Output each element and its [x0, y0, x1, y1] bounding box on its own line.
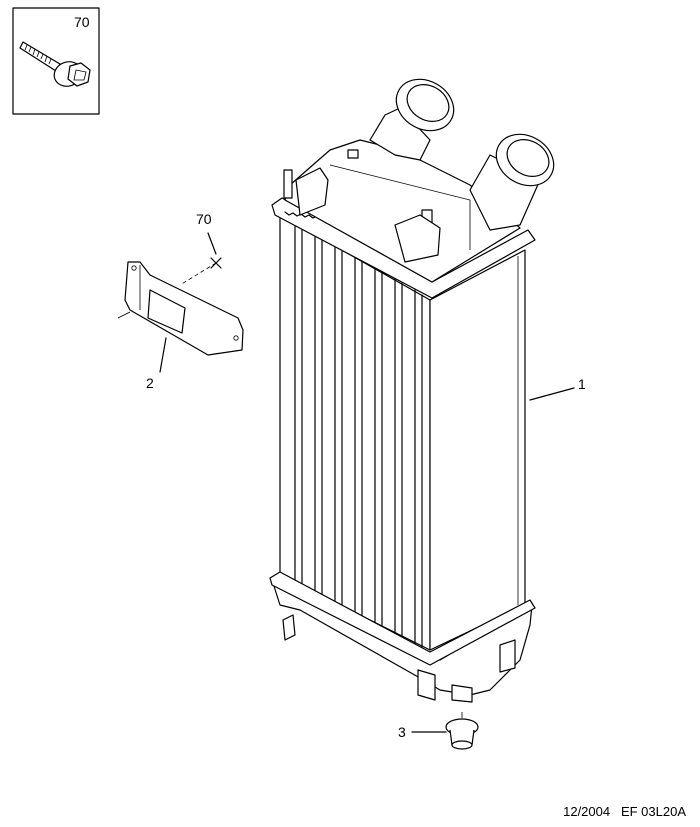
- mounting-clips: [283, 149, 441, 263]
- drawing-reference: 12/2004 EF 03L20A: [563, 804, 686, 819]
- bracket: [117, 261, 244, 356]
- intercooler: [269, 78, 555, 703]
- grommet: [445, 712, 479, 750]
- footer-date: 12/2004: [563, 804, 611, 819]
- bolt-position-marker-icon: [179, 257, 222, 286]
- inset-box: 70: [12, 7, 100, 115]
- callout-bracket: 2: [146, 375, 154, 391]
- leader-lines: [159, 232, 575, 733]
- core-fins: [294, 223, 423, 650]
- inset-part-number: 70: [74, 14, 90, 30]
- callout-bolt: 70: [196, 211, 212, 227]
- callout-intercooler: 1: [578, 376, 586, 392]
- callout-grommet: 3: [398, 724, 406, 740]
- bolt-icon: [19, 41, 91, 87]
- footer-code: EF 03L20A: [620, 804, 686, 819]
